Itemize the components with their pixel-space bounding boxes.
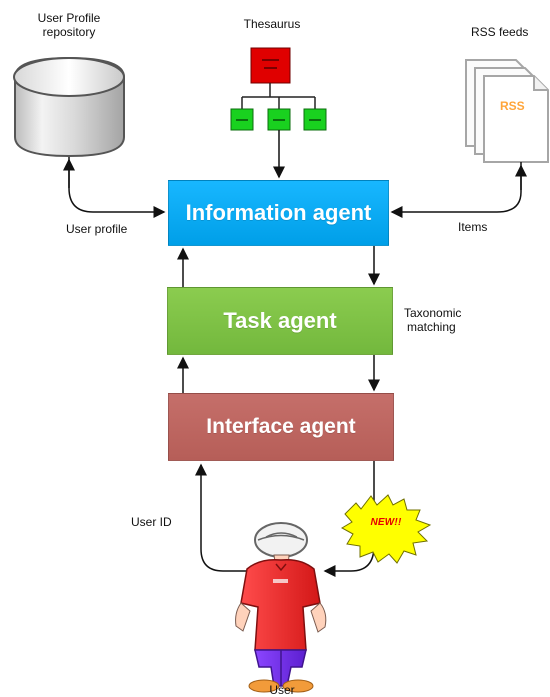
- user-label: User: [269, 683, 295, 697]
- thesaurus-label: Thesaurus: [243, 17, 301, 31]
- items-label: Items: [458, 220, 488, 234]
- repository-label-line2: repository: [42, 25, 96, 39]
- rss-feeds-label: RSS feeds: [471, 25, 529, 39]
- new-badge-label: NEW!!: [370, 517, 402, 528]
- rss-document-label: RSS: [500, 99, 525, 113]
- user-id-arrow: [195, 463, 247, 572]
- interface-agent-box: Interface agent: [168, 393, 394, 461]
- repository-label-line1: User Profile: [37, 11, 101, 25]
- user-id-label: User ID: [131, 515, 172, 529]
- user-profile-label: User profile: [66, 222, 128, 236]
- repository-profile-arrow: [68, 157, 166, 218]
- information-agent-box: Information agent: [168, 180, 389, 246]
- database-icon: [13, 56, 125, 158]
- task-agent-box: Task agent: [167, 287, 393, 355]
- taxonomic-matching-label-line2: matching: [407, 320, 456, 334]
- interface-agent-label: Interface agent: [206, 415, 356, 438]
- information-agent-label: Information agent: [185, 200, 372, 225]
- new-badge-icon: [340, 494, 432, 564]
- task-agent-label: Task agent: [223, 308, 337, 333]
- rss-items-arrow: [390, 162, 522, 218]
- thesaurus-tree-icon: [230, 47, 327, 131]
- rss-documents-icon: [465, 59, 549, 163]
- user-figure-icon: [235, 522, 327, 693]
- taxonomic-matching-label-line1: Taxonomic: [404, 306, 462, 320]
